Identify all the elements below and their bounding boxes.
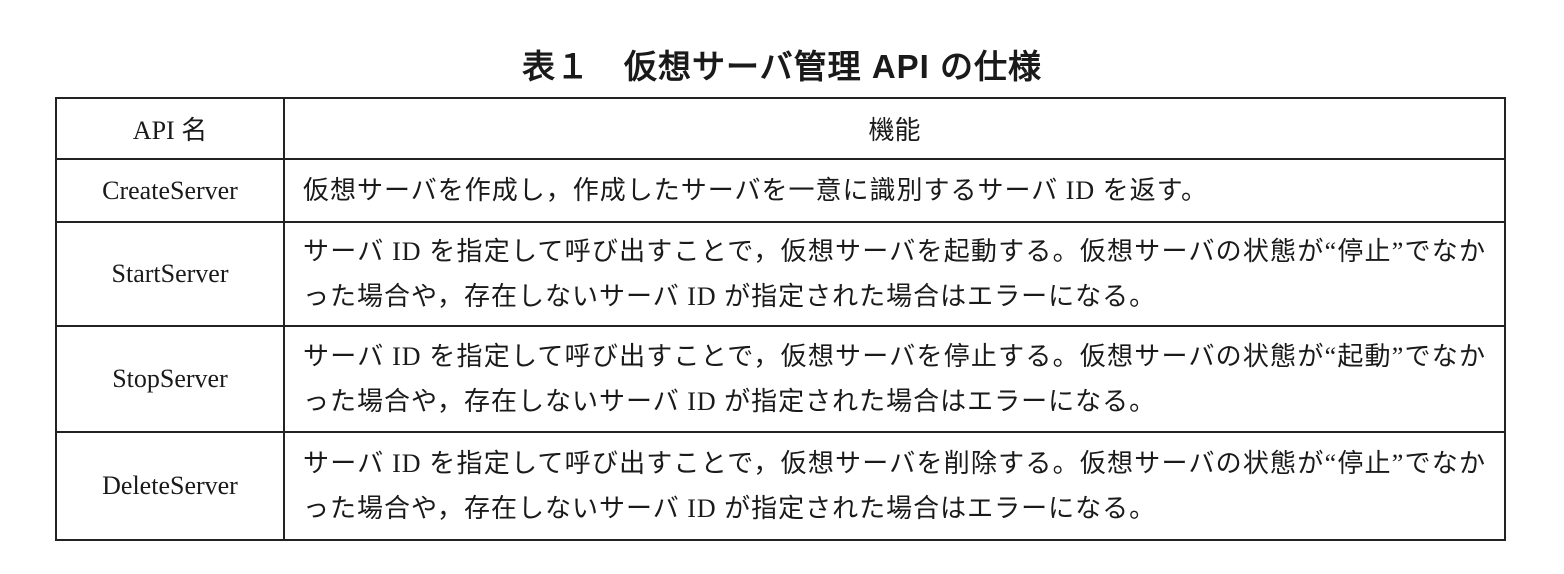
table-title: 表１ 仮想サーバ管理 API の仕様 — [521, 48, 1043, 85]
api-name-cell: StopServer — [55, 325, 285, 433]
header-function: 機能 — [283, 97, 1506, 160]
table-row: StopServer サーバ ID を指定して呼び出すことで，仮想サーバを停止す… — [55, 325, 1506, 433]
table-row: CreateServer 仮想サーバを作成し，作成したサーバを一意に識別するサー… — [55, 158, 1506, 223]
table-row: DeleteServer サーバ ID を指定して呼び出すことで，仮想サーバを削… — [55, 431, 1506, 541]
header-api-name: API 名 — [55, 97, 285, 160]
table-row: StartServer サーバ ID を指定して呼び出すことで，仮想サーバを起動… — [55, 221, 1506, 327]
function-cell: サーバ ID を指定して呼び出すことで，仮想サーバを停止する。仮想サーバの状態が… — [283, 325, 1506, 433]
function-cell: サーバ ID を指定して呼び出すことで，仮想サーバを削除する。仮想サーバの状態が… — [283, 431, 1506, 541]
api-name-cell: StartServer — [55, 221, 285, 327]
table-header-row: API 名 機能 — [55, 97, 1506, 160]
api-name-cell: CreateServer — [55, 158, 285, 223]
function-cell: サーバ ID を指定して呼び出すことで，仮想サーバを起動する。仮想サーバの状態が… — [283, 221, 1506, 327]
api-spec-table: API 名 機能 CreateServer 仮想サーバを作成し，作成したサーバを… — [55, 97, 1506, 541]
api-name-cell: DeleteServer — [55, 431, 285, 541]
function-cell: 仮想サーバを作成し，作成したサーバを一意に識別するサーバ ID を返す。 — [283, 158, 1506, 223]
